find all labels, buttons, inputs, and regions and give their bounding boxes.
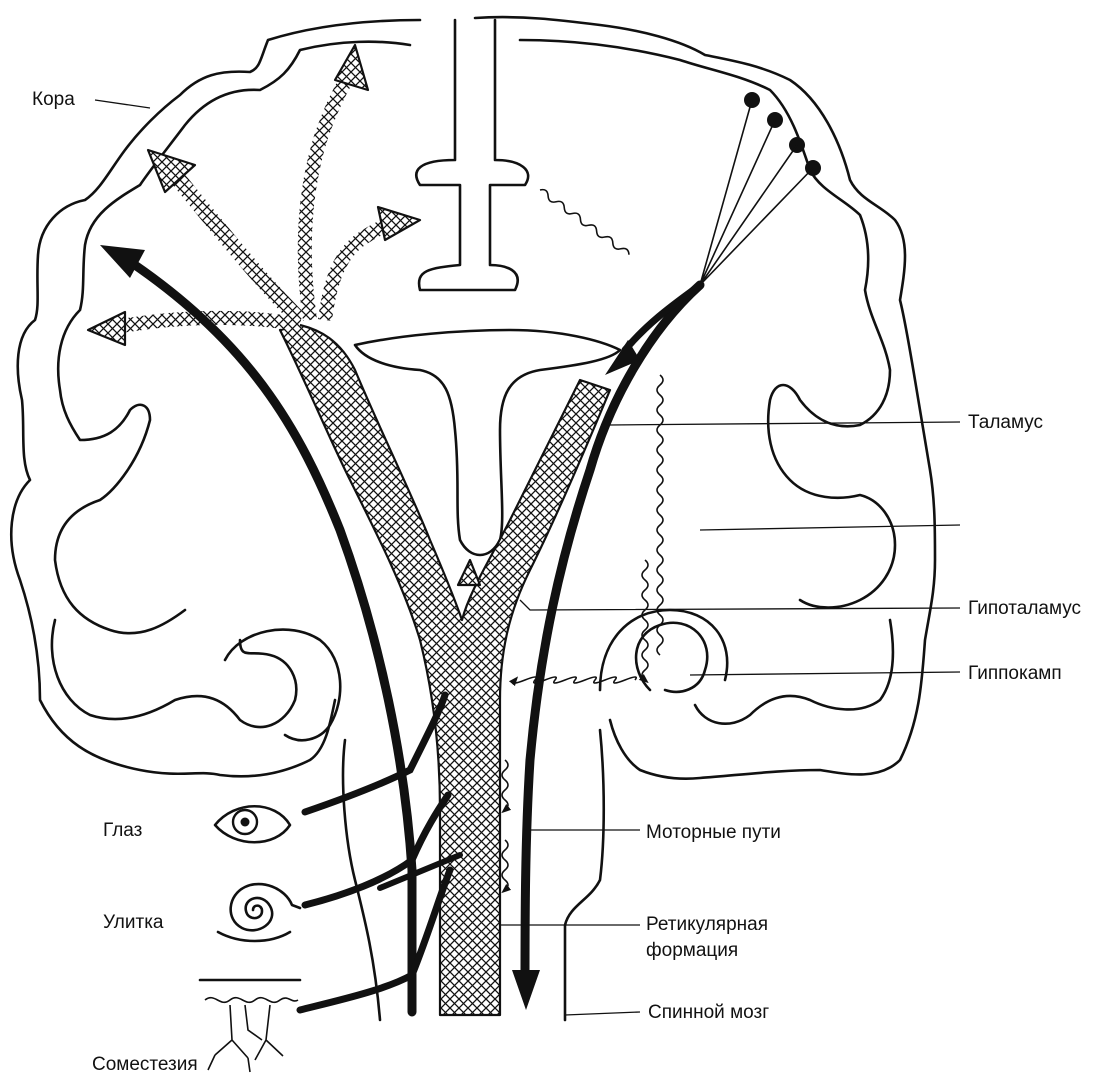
label-hypothalamus: Гипоталамус (968, 598, 1081, 619)
cochlea-branch (377, 852, 463, 891)
arrowhead-hatch-4 (86, 310, 127, 347)
label-eye: Глаз (103, 820, 142, 841)
temporal-lobe-right (693, 618, 895, 725)
eye-icon (213, 805, 292, 844)
label-reticular-formation-1: Ретикулярная (646, 914, 768, 935)
wavy-pathways (501, 188, 664, 894)
ascending-branch-4 (108, 310, 302, 335)
cortex-inner-left (53, 40, 412, 635)
brain-outline (10, 18, 422, 778)
eye-input (301, 691, 449, 816)
arrowhead-hatch-2 (333, 43, 370, 92)
label-spinal-cord: Спинной мозг (648, 1002, 769, 1023)
arrowhead-sensory (100, 245, 145, 278)
cortical-neurons (699, 92, 821, 286)
arrowhead-motor (512, 970, 540, 1010)
arrowhead-hatch-1 (146, 148, 197, 194)
longitudinal-fissure (415, 18, 530, 292)
hippocampus-right (634, 621, 709, 694)
label-somesthesia: Соместезия (92, 1054, 198, 1074)
reticular-formation (278, 323, 612, 1017)
ventricles (353, 328, 622, 557)
label-hippocampus: Гиппокамп (968, 663, 1062, 684)
brain-outline-right (473, 15, 937, 781)
cochlea-icon (216, 882, 302, 943)
skin-receptor-icon (198, 978, 302, 1073)
sensory-pathway-ascending (115, 250, 417, 1017)
cochlea-input (301, 791, 452, 909)
label-cortex: Кора (32, 89, 75, 110)
motor-to-thalamus (621, 281, 704, 354)
label-thalamus: Таламус (968, 412, 1043, 433)
brainstem-left-edge (341, 738, 382, 1022)
label-cochlea: Улитка (103, 912, 164, 933)
brainstem-right-edge (563, 728, 606, 1022)
motor-pathway-descending (520, 280, 705, 990)
ascending-branch-1 (168, 169, 306, 326)
leader-lines (94, 99, 961, 1016)
hippocampus-right-outer (598, 608, 729, 692)
temporal-lobe-left (50, 618, 298, 729)
arrowhead-hatch-3 (376, 205, 422, 242)
cortex-inner-right (518, 38, 897, 609)
arrowhead-thalamus (605, 340, 640, 375)
label-motor-pathways: Моторные пути (646, 822, 781, 843)
arrowhead-hatch-5 (456, 558, 482, 587)
label-reticular-formation-2: формация (646, 940, 738, 961)
hippocampus-left (223, 628, 342, 742)
ascending-branch-2 (297, 66, 359, 321)
skin-input (296, 866, 454, 1014)
